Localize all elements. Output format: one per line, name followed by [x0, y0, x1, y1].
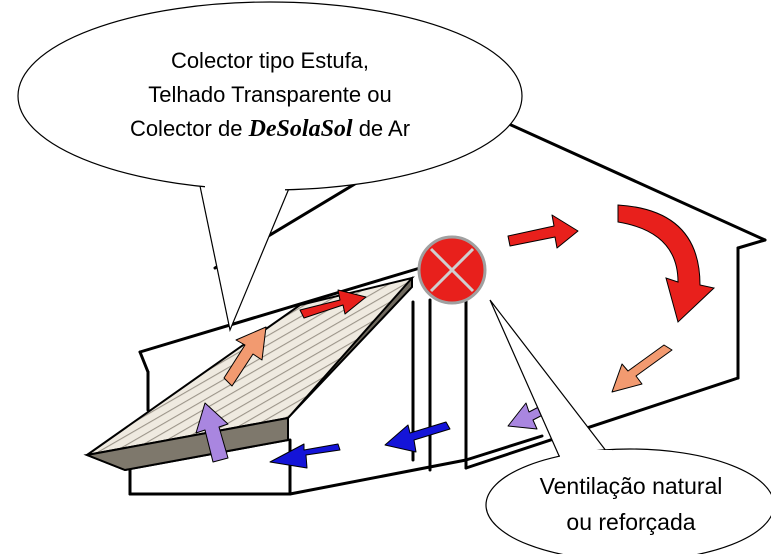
callout-ventilation-tail	[489, 299, 611, 459]
callout-collector-line3-suffix: de Ar	[352, 116, 411, 141]
airflow-arrow-hot-2	[507, 214, 579, 249]
callout-ventilation-text: Ventilação natural ou reforçada	[516, 468, 746, 540]
airflow-arrow-warm-1	[223, 326, 267, 387]
callout-collector-line2: Telhado Transparente ou	[148, 82, 392, 107]
fan-x-circle-icon	[417, 235, 487, 305]
floor-line-right	[464, 434, 544, 462]
gable-right-edge	[736, 238, 767, 250]
callout-collector-line1: Colector tipo Estufa,	[170, 48, 370, 73]
airflow-arrow-cold-1	[384, 421, 451, 453]
airflow-arrow-hot-1	[299, 289, 367, 319]
callout-ventilation	[485, 299, 771, 554]
annex-roof-end	[138, 350, 150, 374]
curved-arrow-icon	[617, 204, 716, 323]
airflow-arrow-cool-1	[195, 402, 229, 463]
airflow-arrow-cold-2	[269, 443, 341, 469]
callout-collector-text: Colector tipo Estufa, Telhado Transparen…	[70, 44, 470, 146]
brand-name: DeSolaSol	[248, 116, 353, 142]
house-base-line	[464, 376, 740, 470]
callout-collector	[17, 1, 523, 333]
floor-line	[288, 458, 468, 496]
callout-ventilation-ellipse	[485, 448, 771, 554]
collector-front-face	[83, 416, 289, 472]
callout-ventilation-line1: Ventilação natural	[539, 473, 723, 499]
airflow-arrow-warm-2	[611, 344, 673, 393]
callout-ventilation-line2: ou reforçada	[566, 509, 696, 535]
annex-roof	[138, 266, 422, 354]
callout-collector-line3-prefix: Colector de	[129, 116, 249, 141]
callout-collector-tail	[199, 185, 291, 333]
roof-ridge	[476, 108, 767, 242]
callout-collector-line3: Colector de DeSolaSol de Ar	[70, 112, 470, 146]
solar-collector	[83, 276, 415, 472]
